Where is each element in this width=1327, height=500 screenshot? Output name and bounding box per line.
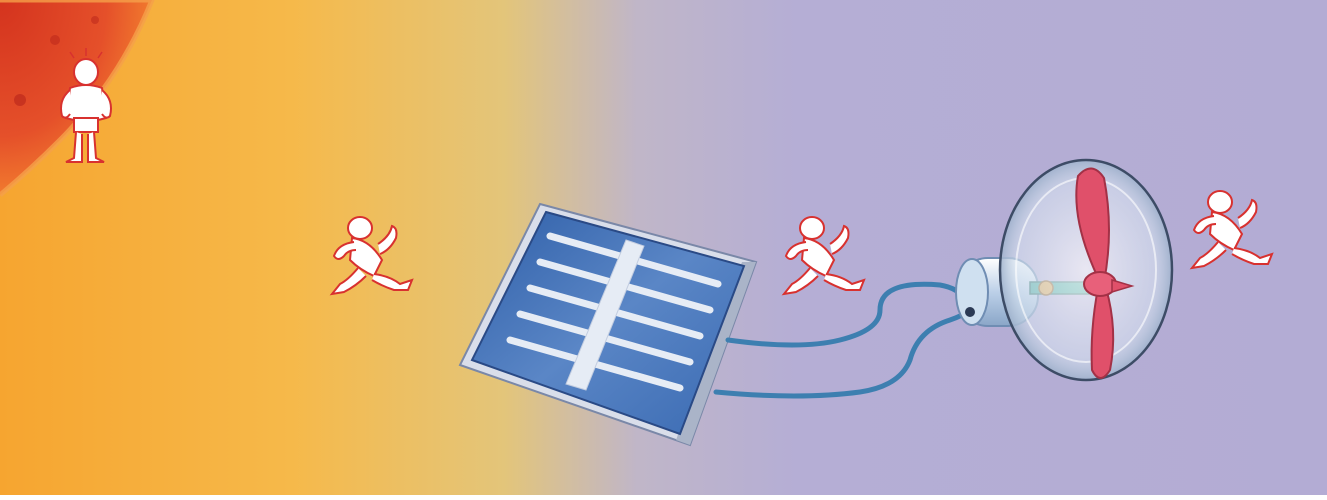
propeller-fan — [1000, 160, 1172, 380]
